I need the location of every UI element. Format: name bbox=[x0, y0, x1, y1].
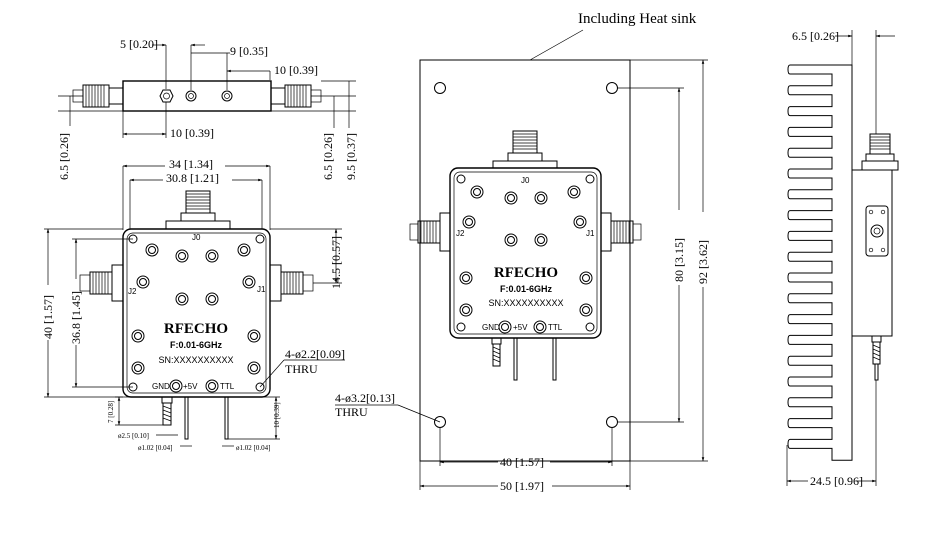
front-5v-label: +5V bbox=[183, 382, 198, 391]
dim-front-30-8: 30.8 [1.21] bbox=[166, 171, 219, 185]
dim-heatsink-50: 50 [1.97] bbox=[500, 479, 544, 493]
dim-top-9-5: 9.5 [0.37] bbox=[344, 133, 358, 180]
front-j1-label: J1 bbox=[257, 285, 266, 294]
heatsink-j0-label: J0 bbox=[521, 176, 530, 185]
heatsink-sn: SN:XXXXXXXXXX bbox=[488, 298, 563, 308]
dim-front-40: 40 [1.57] bbox=[41, 295, 55, 339]
side-view: 6.5 [0.26] 24.5 [0.96] bbox=[786, 29, 899, 488]
dim-top-9: 9 [0.35] bbox=[230, 44, 268, 58]
front-holes-thru: THRU bbox=[285, 362, 318, 376]
heatsink-ttl-label: TTL bbox=[548, 323, 563, 332]
dim-front-pin-1-02-b: ø1.02 [0.04] bbox=[236, 444, 270, 452]
dim-front-10: 10 [0.39] bbox=[273, 402, 281, 428]
dim-front-pin-1-02-a: ø1.02 [0.04] bbox=[138, 444, 172, 452]
dim-heatsink-80: 80 [3.15] bbox=[672, 238, 686, 282]
heatsink-view: Including Heat sink bbox=[335, 11, 710, 493]
heat-sink-note: Including Heat sink bbox=[578, 11, 697, 27]
dim-front-36-8: 36.8 [1.45] bbox=[69, 291, 83, 344]
dim-top-6-5-left: 6.5 [0.26] bbox=[57, 133, 71, 180]
front-pins bbox=[161, 396, 229, 440]
heatsink-j2-label: J2 bbox=[456, 229, 465, 238]
heatsink-brand: RFECHO bbox=[494, 265, 558, 281]
heatsink-freq: F:0.01-6GHz bbox=[500, 284, 553, 294]
dim-front-34: 34 [1.34] bbox=[169, 157, 213, 171]
front-j0-label: J0 bbox=[192, 233, 201, 242]
front-j2-label: J2 bbox=[128, 287, 137, 296]
dim-heatsink-40: 40 [1.57] bbox=[500, 455, 544, 469]
dim-top-6-5-right: 6.5 [0.26] bbox=[321, 133, 335, 180]
dim-side-24-5: 24.5 [0.96] bbox=[810, 474, 863, 488]
heatsink-holes-callout: 4-ø3.2[0.13] bbox=[335, 391, 395, 405]
dim-front-7: 7 [0.28] bbox=[107, 401, 115, 423]
dim-side-6-5: 6.5 [0.26] bbox=[792, 29, 839, 43]
heatsink-j1-label: J1 bbox=[586, 229, 595, 238]
dim-top-10-right: 10 [0.39] bbox=[274, 63, 318, 77]
top-view: 5 [0.20] 9 [0.35] 10 [0.39] 10 [0.39] 6.… bbox=[57, 37, 358, 180]
front-freq: F:0.01-6GHz bbox=[170, 340, 223, 350]
dim-front-pin-2-5: ø2.5 [0.10] bbox=[118, 432, 149, 440]
dim-top-10-bottom: 10 [0.39] bbox=[170, 126, 214, 140]
front-brand: RFECHO bbox=[164, 321, 228, 337]
front-sn: SN:XXXXXXXXXX bbox=[158, 355, 233, 365]
heatsink-gnd-label: GND bbox=[482, 323, 500, 332]
front-ttl-label: TTL bbox=[220, 382, 235, 391]
heatsink-5v-label: +5V bbox=[513, 323, 528, 332]
dim-top-5: 5 [0.20] bbox=[120, 37, 158, 51]
front-view: 34 [1.34] 30.8 [1.21] bbox=[41, 157, 345, 452]
front-gnd-label: GND bbox=[152, 382, 170, 391]
dim-heatsink-92: 92 [3.62] bbox=[696, 240, 710, 284]
dim-front-14-5: 14.5 [0.57] bbox=[329, 236, 343, 289]
heatsink-holes-thru: THRU bbox=[335, 405, 368, 419]
front-holes-callout: 4-ø2.2[0.09] bbox=[285, 347, 345, 361]
